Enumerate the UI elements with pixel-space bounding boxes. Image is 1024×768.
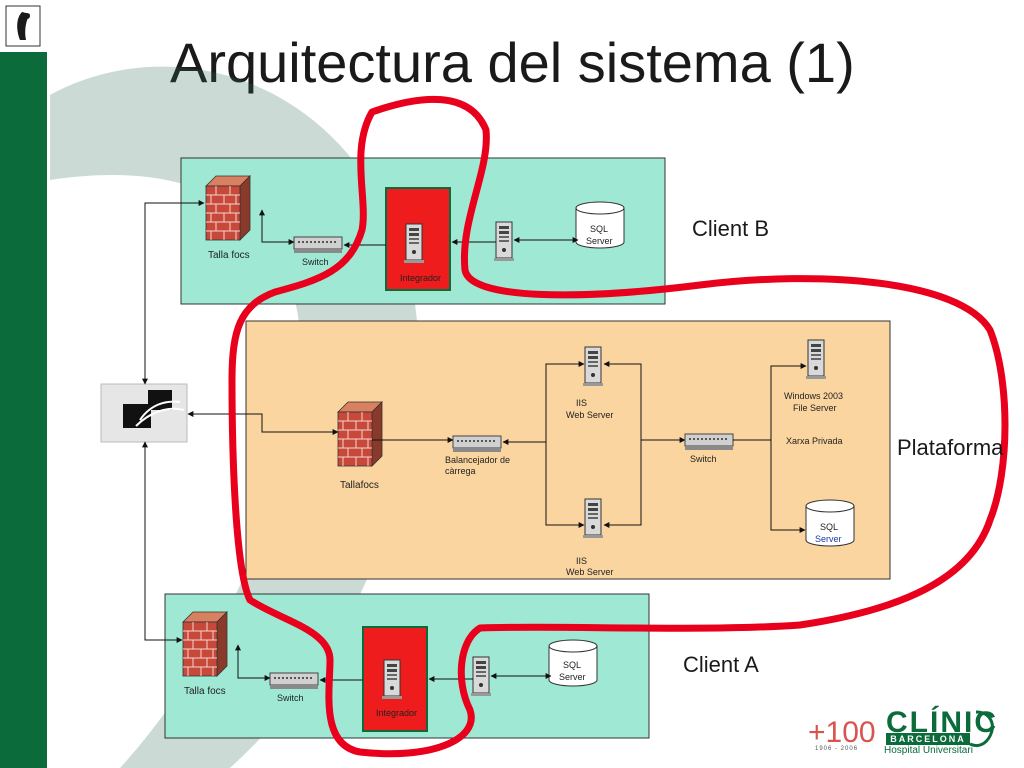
iis-server-2-icon [582, 498, 604, 539]
slide-title: Arquitectura del sistema (1) [170, 31, 855, 94]
highlight-loop [228, 95, 1009, 758]
client-b-switch-icon [293, 236, 343, 254]
client-a-sql-label-1: SQL [563, 660, 581, 670]
plataforma-title: Plataforma [897, 435, 1004, 460]
client-b-server-icon [493, 221, 515, 262]
client-a-integrator-server-icon [381, 659, 403, 700]
file-server-label-1: Windows 2003 [784, 391, 843, 401]
file-server-label-2: File Server [793, 403, 837, 413]
private-network-label: Xarxa Privada [786, 436, 843, 446]
iis-server-1-icon [582, 346, 604, 387]
client-b-sql-label-1: SQL [590, 224, 608, 234]
sidebar-logo-icon [5, 5, 41, 47]
client-b-firewall-label: Talla focs [208, 250, 250, 261]
svg-text:+100: +100 [808, 716, 876, 749]
client-b-integrator-server-icon [403, 223, 425, 264]
client-b-switch-label: Switch [302, 257, 329, 267]
client-a-firewall-label: Talla focs [184, 686, 226, 697]
iis-server-2-label-1: IIS [576, 556, 587, 566]
platform-sql-label-2: Server [815, 534, 842, 544]
left-green-bar [0, 0, 47, 768]
clinic-logo-hospital: Hospital Universitari [884, 745, 973, 756]
client-a-title: Client A [683, 652, 759, 677]
client-a-firewall-icon [182, 611, 228, 677]
platform-switch-icon [684, 433, 734, 451]
client-a-sql-label-2: Server [559, 672, 586, 682]
file-server-icon [805, 339, 827, 380]
client-b-title: Client B [692, 216, 770, 241]
load-balancer-label-1: Balancejador de [445, 455, 510, 465]
client-b-sql-label-2: Server [586, 236, 613, 246]
clinic-emblem-icon [969, 710, 994, 748]
sidebar-logo [0, 0, 47, 52]
clinic-logo-city: BARCELONA [886, 733, 970, 745]
internet-icon [100, 383, 188, 443]
platform-sql-label-1: SQL [820, 522, 838, 532]
platform-firewall-icon [337, 401, 383, 467]
load-balancer-label-2: càrrega [445, 466, 476, 476]
load-balancer-icon [452, 435, 502, 453]
client-a-switch-label: Switch [277, 693, 304, 703]
client-b-integrator-label: Integrador [400, 273, 441, 283]
anniversary-years: 1906 - 2006 [815, 746, 859, 752]
iis-server-1-label-1: IIS [576, 398, 587, 408]
client-a-server-icon [470, 656, 492, 697]
client-b-firewall-icon [205, 175, 251, 241]
iis-server-2-label-2: Web Server [566, 567, 613, 577]
client-a-integrator-label: Integrador [376, 708, 417, 718]
anniversary-mark: +100 [808, 716, 876, 749]
platform-switch-label: Switch [690, 454, 717, 464]
client-a-switch-icon [269, 672, 319, 690]
platform-firewall-label: Tallafocs [340, 480, 379, 491]
iis-server-1-label-2: Web Server [566, 410, 613, 420]
